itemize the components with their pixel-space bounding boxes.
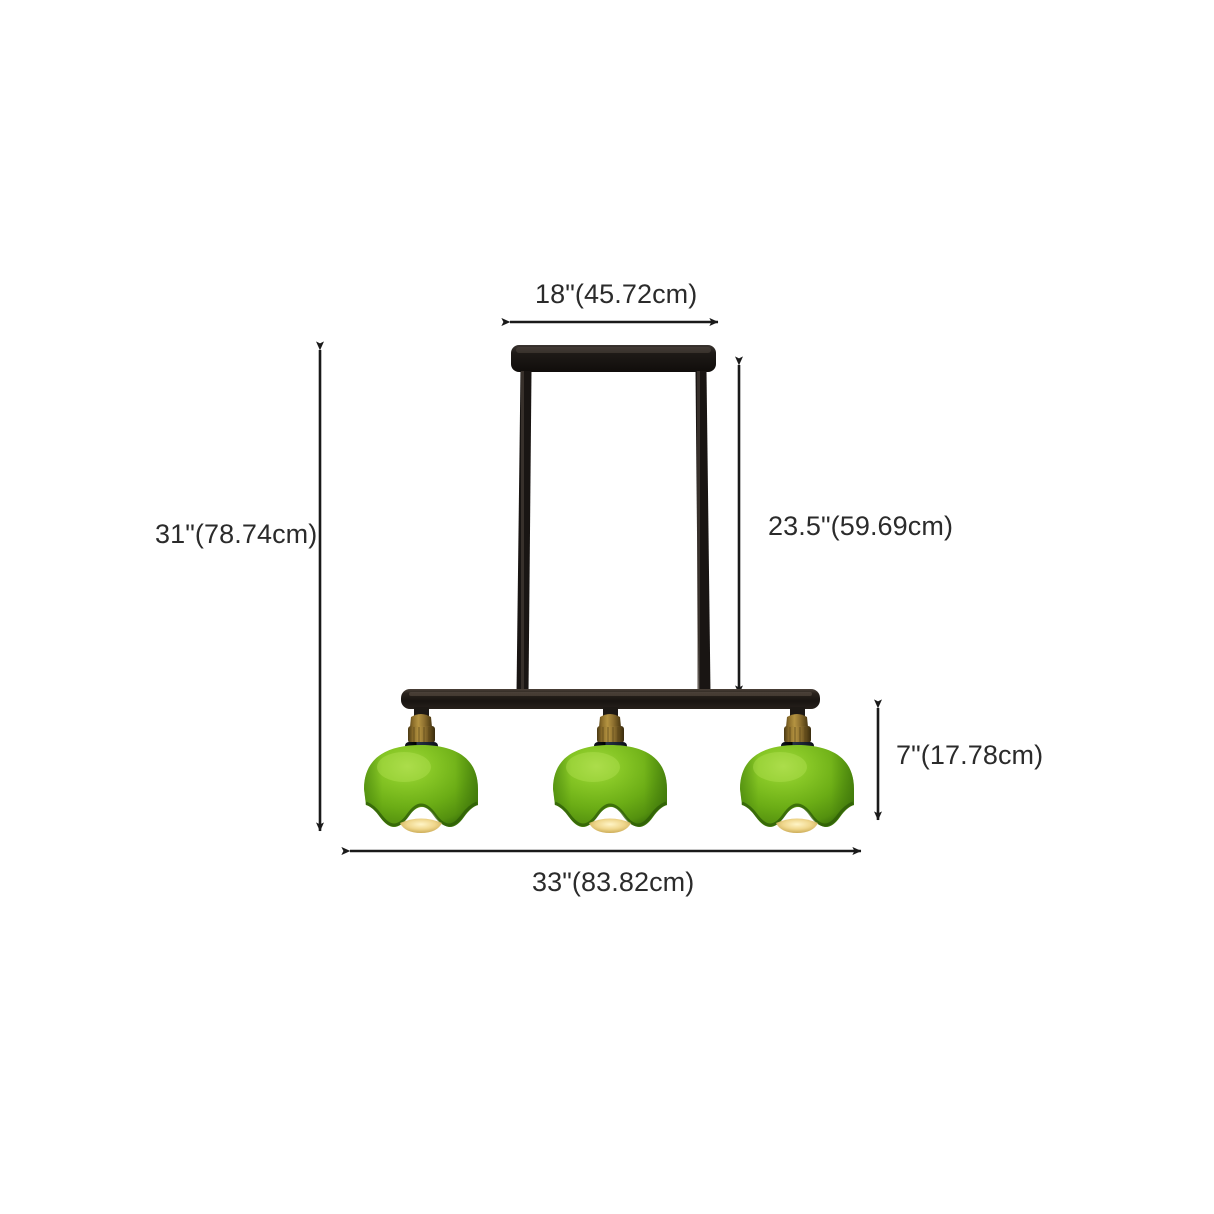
glass-shade-3: [740, 745, 854, 833]
canopy-width-label: 18"(45.72cm): [535, 279, 698, 309]
drop-height-label: 23.5"(59.69cm): [768, 511, 954, 541]
glass-shade-1: [364, 745, 478, 833]
suspension-rods: [516, 371, 711, 693]
lamp-head-3: [740, 707, 854, 833]
lamp-head-2: [553, 707, 667, 833]
horizontal-cross-bar: [401, 689, 820, 709]
shade-height-label: 7"(17.78cm): [896, 740, 1044, 770]
overall-width-label: 33"(83.82cm): [532, 867, 695, 897]
dimension-lines: [316, 318, 882, 855]
socket-1: [405, 707, 438, 753]
pendant-light-fixture: [364, 345, 854, 833]
ceiling-canopy: [511, 345, 716, 372]
lamp-head-1: [364, 707, 478, 833]
glass-shade-2: [553, 745, 667, 833]
overall-height-label: 31"(78.74cm): [155, 519, 318, 549]
